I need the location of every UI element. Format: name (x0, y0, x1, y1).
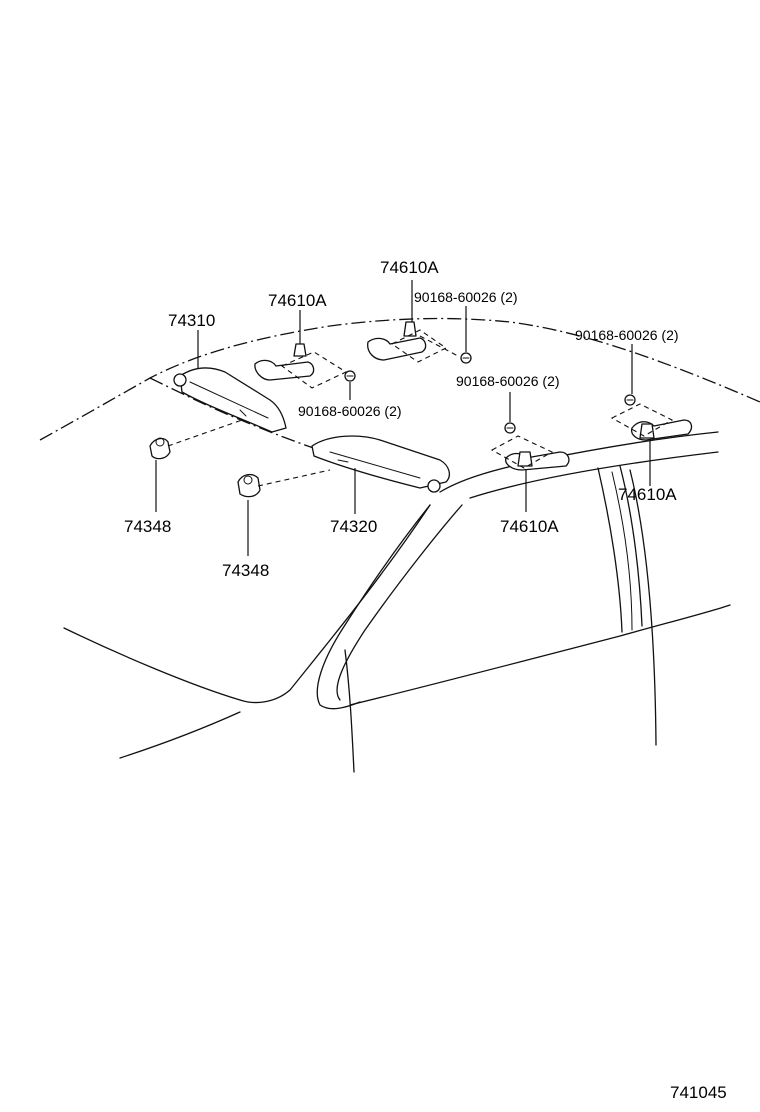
roof-rail-line (469, 451, 719, 499)
visor-holder-left[interactable] (149, 437, 171, 460)
label-grip-3: 74610A (500, 517, 559, 536)
screw-2[interactable] (460, 352, 472, 364)
label-visor-right: 74320 (330, 517, 377, 536)
roof-front-edge (39, 317, 760, 441)
windshield-base (239, 504, 431, 704)
sun-visor-left[interactable] (173, 367, 287, 433)
hood-line (63, 627, 241, 701)
front-door-edge (344, 649, 355, 773)
sun-visor-right[interactable] (311, 435, 451, 493)
assist-grip-4[interactable] (630, 419, 693, 441)
screw-4[interactable] (624, 394, 636, 406)
label-holder-left: 74348 (124, 517, 171, 536)
b-pillar-front (597, 467, 623, 633)
label-screw-2: 90168-60026 (2) (575, 327, 679, 343)
screw-3[interactable] (504, 422, 516, 434)
label-grip-2: 74610A (380, 258, 439, 277)
assist-grip-1[interactable] (254, 343, 315, 381)
label-grip-4: 74610A (618, 485, 677, 504)
label-grip-1: 74610A (268, 291, 327, 310)
b-pillar-seam (611, 471, 633, 631)
screw-1[interactable] (344, 370, 356, 382)
visor-holder-right[interactable] (237, 473, 261, 498)
label-screw-4: 90168-60026 (2) (298, 403, 402, 419)
label-screw-3: 90168-60026 (2) (456, 373, 560, 389)
label-visor-left: 74310 (168, 311, 215, 330)
b-pillar-rear (619, 465, 643, 627)
a-pillar-inner (316, 504, 431, 710)
door-sill-line (349, 604, 731, 706)
diagram-code: 741045 (670, 1083, 727, 1102)
cowl-line (119, 711, 241, 759)
car-body-outline (39, 317, 760, 773)
rear-door-edge (629, 469, 657, 746)
a-pillar (439, 431, 719, 493)
leader-lines (155, 280, 651, 556)
door-window-top (336, 504, 463, 701)
assist-grip-2[interactable] (367, 321, 427, 361)
label-screw-1: 90168-60026 (2) (414, 289, 518, 305)
part-labels: 74310 74610A 74610A 90168-60026 (2) 9016… (124, 258, 727, 1102)
label-holder-right: 74348 (222, 561, 269, 580)
mounting-guides (167, 329, 674, 487)
